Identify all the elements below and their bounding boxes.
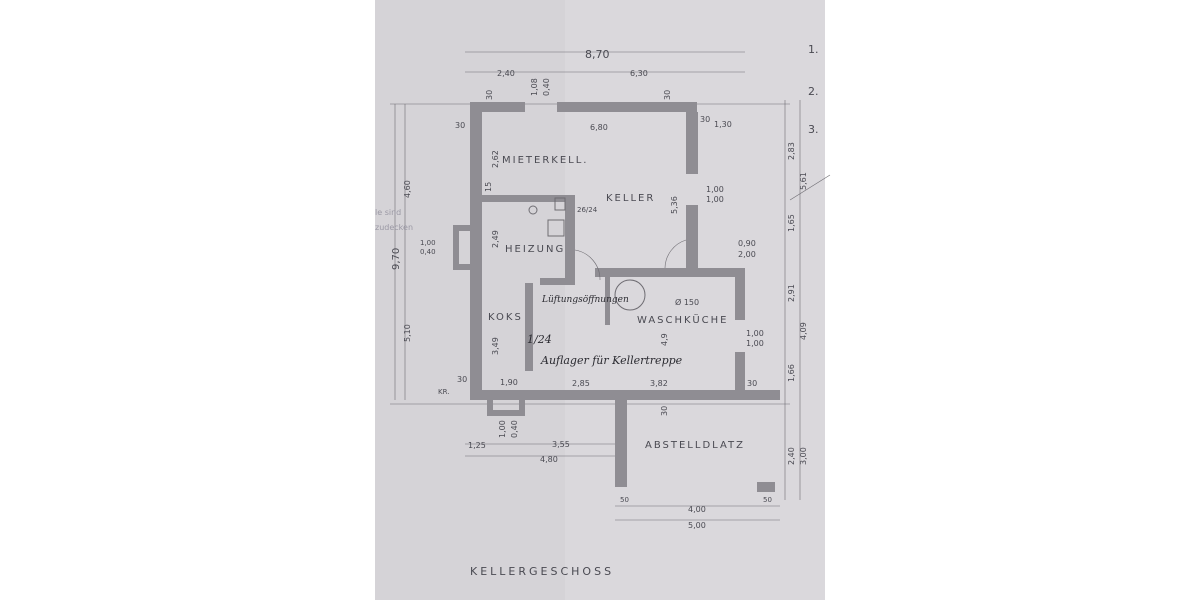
dim-bottom-bump-a: 1,00 bbox=[498, 420, 507, 438]
dim-bottom-mid: 3,55 bbox=[552, 440, 570, 449]
dim-wasch-window-b: 1,00 bbox=[746, 339, 764, 348]
room-label-mieterkeller: MIETERKELL. bbox=[502, 155, 588, 166]
margin-text-1: le sind bbox=[375, 208, 401, 217]
dim-right-offset: 1,30 bbox=[714, 120, 732, 129]
dim-abst-inner: 4,00 bbox=[688, 505, 706, 514]
dim-keller-width: 6,80 bbox=[590, 123, 608, 132]
dim-bottom-total: 4,80 bbox=[540, 455, 558, 464]
handwritten-note-ventilation: Lüftungsöffnungen bbox=[541, 295, 629, 305]
dim-stair-width: 2,85 bbox=[572, 379, 590, 388]
dim-abst-height-a: 2,40 bbox=[787, 447, 796, 465]
dim-koks-bottom: 1,90 bbox=[500, 378, 518, 387]
dim-left-upper: 4,60 bbox=[403, 180, 412, 198]
dim-keller-height: 5,36 bbox=[670, 196, 679, 214]
dim-wasch-width: 3,82 bbox=[650, 379, 668, 388]
dim-top-door-a: 1,08 bbox=[530, 78, 539, 96]
dim-wall-top-left: 30 bbox=[485, 90, 494, 100]
dim-wall-left: 30 bbox=[455, 121, 465, 130]
dim-chimney: 26/24 bbox=[577, 206, 598, 214]
dim-window-right-a: 1,00 bbox=[706, 185, 724, 194]
room-label-heizung: HEIZUNG bbox=[505, 244, 565, 255]
dim-bottom-bump-b: 0,40 bbox=[510, 420, 519, 438]
dim-overall-height: 9,70 bbox=[391, 248, 402, 270]
dim-top-left: 2,40 bbox=[497, 69, 515, 78]
dim-koks-height: 3,49 bbox=[491, 337, 500, 355]
dim-partition: 15 bbox=[484, 182, 493, 192]
dim-wasch-window-a: 1,00 bbox=[746, 329, 764, 338]
dim-wasch-height: 4,9 bbox=[660, 333, 669, 346]
room-label-abstellplatz: ABSTELLDLATZ bbox=[645, 440, 745, 451]
dim-heizung-height: 2,49 bbox=[491, 230, 500, 248]
dim-overall-width: 8,70 bbox=[585, 48, 610, 61]
dim-right-offset-wall: 30 bbox=[700, 115, 710, 124]
dim-window-right-b: 1,00 bbox=[706, 195, 724, 204]
room-label-waschkueche: WASCHKÜCHE bbox=[637, 313, 728, 326]
dim-pipe: Ø 150 bbox=[675, 297, 699, 307]
walls bbox=[453, 102, 780, 492]
dim-door-right-a: 0,90 bbox=[738, 239, 756, 248]
dim-abst-height-b: 3,00 bbox=[799, 447, 808, 465]
dim-left-lower: 5,10 bbox=[403, 324, 412, 342]
dim-left-window-a: 1,00 bbox=[420, 239, 436, 247]
dim-post-right: 50 bbox=[763, 496, 772, 504]
dim-top-right: 6,30 bbox=[630, 69, 648, 78]
dim-right-top: 2,83 bbox=[787, 142, 796, 160]
dim-wall-br: 30 bbox=[747, 379, 757, 388]
dim-abst-total: 5,00 bbox=[688, 521, 706, 530]
dim-kr: KR. bbox=[438, 388, 449, 396]
dim-door-right-b: 2,00 bbox=[738, 250, 756, 259]
dim-wall-top-right: 30 bbox=[663, 90, 672, 100]
dim-top-door-b: 0,40 bbox=[542, 78, 551, 96]
margin-text-2: zudecken bbox=[375, 223, 413, 232]
dim-right-lower-total: 4,09 bbox=[799, 322, 808, 340]
margin-mark-3: 3. bbox=[808, 123, 819, 136]
dim-right-mid: 1,65 bbox=[787, 214, 796, 232]
dim-left-window-b: 0,40 bbox=[420, 248, 436, 256]
room-label-koks: KOKS bbox=[488, 312, 523, 323]
dim-post-left: 50 bbox=[620, 496, 629, 504]
drawing-title: KELLERGESCHOSS bbox=[470, 565, 614, 578]
dim-wall-bl: 30 bbox=[457, 375, 467, 384]
handwritten-note-stair: Auflager für Kellertreppe bbox=[540, 354, 683, 367]
dim-right-bottom: 1,66 bbox=[787, 364, 796, 382]
dim-right-diag: 5,61 bbox=[799, 172, 808, 190]
room-label-keller: KELLER bbox=[606, 193, 655, 204]
dim-mieter-height: 2,62 bbox=[491, 150, 500, 168]
dim-wall-bottom: 30 bbox=[660, 406, 669, 416]
margin-mark-1: 1. bbox=[808, 43, 819, 56]
margin-mark-2: 2. bbox=[808, 85, 819, 98]
dim-right-lower: 2,91 bbox=[787, 284, 796, 302]
dimension-labels: 8,70 2,40 6,30 1,08 0,40 30 30 30 6,80 3… bbox=[391, 48, 808, 530]
dim-bottom-left: 1,25 bbox=[468, 441, 486, 450]
handwritten-stair-mark: 1/24 bbox=[527, 333, 552, 346]
